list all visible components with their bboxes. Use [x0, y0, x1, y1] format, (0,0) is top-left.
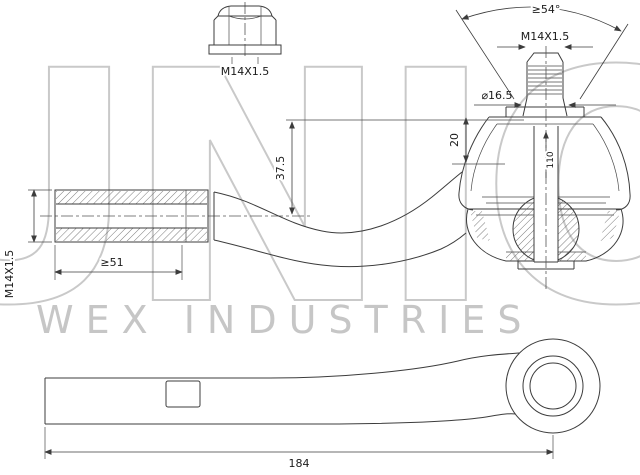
connecting-rod	[213, 171, 467, 268]
thread-length-label: ≥51	[100, 256, 123, 269]
threaded-shaft	[54, 189, 215, 243]
bar-bottom-edge	[45, 413, 517, 425]
height-label: 37.5	[274, 156, 287, 181]
taper-length-label: 20	[448, 133, 461, 147]
bar-top-edge	[45, 352, 520, 379]
dimensions-bottom: 184	[44, 427, 554, 472]
bar-detail-window	[165, 380, 201, 408]
stud-height-label: 110	[546, 151, 556, 168]
watermark-subtitle: WEX INDUSTRIES	[36, 298, 533, 342]
nut-thread-label: M14X1.5	[221, 65, 270, 78]
angle-label: ≥54°	[532, 3, 561, 16]
stud-thread-label: M14X1.5	[521, 30, 570, 43]
nut-washer	[208, 44, 282, 55]
ring-bore-circle	[529, 362, 577, 410]
overall-length-label: 184	[289, 457, 310, 470]
dust-boot	[458, 116, 631, 211]
ring-inner-circle	[522, 355, 584, 417]
nut-view: M14X1.5	[208, 2, 282, 80]
nut-crown	[217, 5, 273, 17]
bottom-view: 184	[44, 338, 601, 472]
ring-outer-circle	[505, 338, 601, 434]
dimensions-main: M14X1.5 ≥51 37.5 20 ⌀16.5 M14X1.5	[1, 1, 629, 300]
main-view: M14X1.5 ≥51 37.5 20 ⌀16.5 M14X1.5	[1, 1, 631, 300]
taper-diameter-label: ⌀16.5	[481, 89, 512, 102]
rod-thread-label: M14X1.5	[3, 250, 16, 299]
